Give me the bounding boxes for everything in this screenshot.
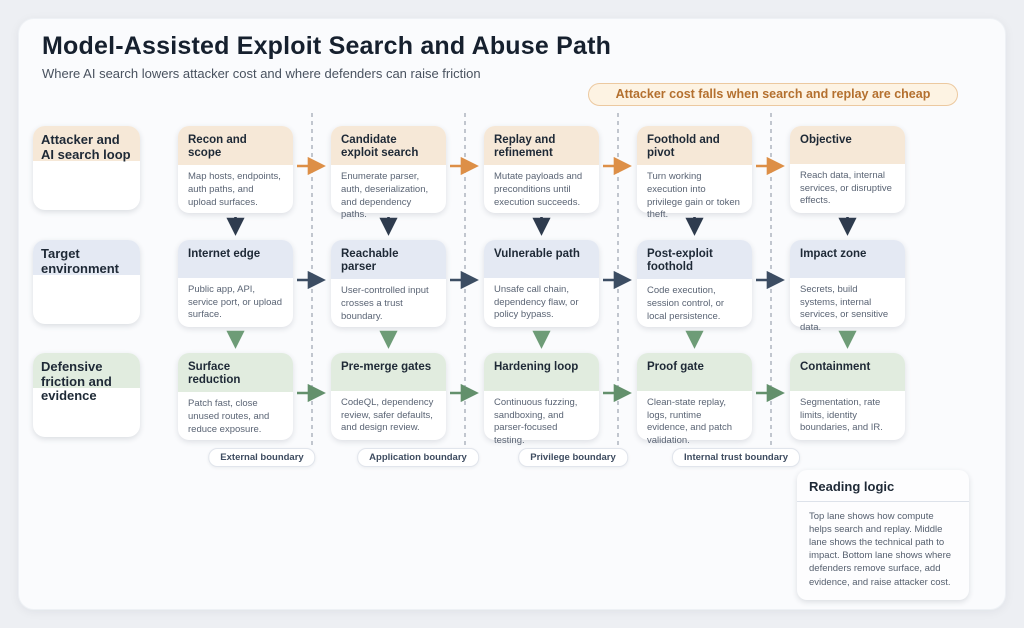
node-objective: Objective Reach data, internal services,… — [790, 126, 905, 213]
reading-logic-title: Reading logic — [797, 470, 969, 502]
node-title: Proof gate — [637, 353, 752, 391]
boundary-badge-external: External boundary — [208, 448, 316, 467]
node-title: Recon and scope — [178, 126, 293, 166]
lane-label-defensive-friction: Defensive friction and evidence — [33, 353, 140, 437]
node-candidate-exploit-search: Candidate exploit search Enumerate parse… — [331, 126, 446, 220]
node-body: Patch fast, close unused routes, and red… — [188, 398, 270, 435]
node-body: User-controlled input crosses a trust bo… — [341, 285, 429, 322]
lane-label-text: Attacker and AI search loop — [41, 132, 131, 162]
node-body: Enumerate parser, auth, deserialization,… — [341, 171, 429, 221]
boundary-badge-application: Application boundary — [357, 448, 479, 467]
node-body: Turn working execution into privilege ga… — [647, 171, 740, 221]
node-reachable-parser: Reachable parser User-controlled input c… — [331, 240, 446, 327]
node-post-exploit-foothold: Post-exploit foothold Code execution, se… — [637, 240, 752, 327]
node-body: CodeQL, dependency review, safer default… — [341, 397, 434, 434]
node-body: Clean-state replay, logs, runtime eviden… — [647, 397, 733, 446]
node-title: Vulnerable path — [484, 240, 599, 278]
node-title: Candidate exploit search — [331, 126, 446, 166]
node-title: Objective — [790, 126, 905, 164]
node-body: Mutate payloads and preconditions until … — [494, 171, 583, 208]
node-title: Foothold and pivot — [637, 126, 752, 166]
lane-label-text: Target environment — [41, 246, 120, 276]
node-title: Reachable parser — [331, 240, 446, 280]
lane-color-band — [33, 240, 140, 275]
lane-label-target-environment: Target environment — [33, 240, 140, 324]
node-title: Surface reduction — [178, 353, 293, 393]
node-title: Impact zone — [790, 240, 905, 278]
node-containment: Containment Segmentation, rate limits, i… — [790, 353, 905, 440]
attacker-cost-banner: Attacker cost falls when search and repl… — [588, 83, 958, 106]
node-pre-merge-gates: Pre-merge gates CodeQL, dependency revie… — [331, 353, 446, 440]
page-subtitle: Where AI search lowers attacker cost and… — [42, 66, 481, 81]
node-hardening-loop: Hardening loop Continuous fuzzing, sandb… — [484, 353, 599, 446]
node-body: Map hosts, endpoints, auth paths, and up… — [188, 171, 281, 208]
node-body: Secrets, build systems, internal service… — [800, 284, 889, 333]
lane-color-band — [33, 353, 140, 388]
reading-logic-card: Reading logic Top lane shows how compute… — [797, 470, 969, 600]
node-body: Continuous fuzzing, sandboxing, and pars… — [494, 397, 578, 446]
node-body: Reach data, internal services, or disrup… — [800, 170, 892, 207]
lane-color-band — [33, 126, 140, 161]
node-title: Pre-merge gates — [331, 353, 446, 391]
node-body: Code execution, session control, or loca… — [647, 285, 725, 322]
node-title: Replay and refinement — [484, 126, 599, 166]
node-body: Public app, API, service port, or upload… — [188, 284, 282, 321]
boundary-badge-internal-trust: Internal trust boundary — [672, 448, 800, 467]
boundary-badge-privilege: Privilege boundary — [518, 448, 628, 467]
node-title: Post-exploit foothold — [637, 240, 752, 280]
reading-logic-body: Top lane shows how compute helps search … — [809, 511, 952, 588]
node-body: Segmentation, rate limits, identity boun… — [800, 397, 883, 434]
node-title: Internet edge — [178, 240, 293, 278]
node-impact-zone: Impact zone Secrets, build systems, inte… — [790, 240, 905, 333]
node-proof-gate: Proof gate Clean-state replay, logs, run… — [637, 353, 752, 446]
page-title: Model-Assisted Exploit Search and Abuse … — [42, 32, 612, 60]
node-title: Hardening loop — [484, 353, 599, 391]
node-title: Containment — [790, 353, 905, 391]
node-recon-and-scope: Recon and scope Map hosts, endpoints, au… — [178, 126, 293, 213]
node-body: Unsafe call chain, dependency flaw, or p… — [494, 284, 579, 321]
node-vulnerable-path: Vulnerable path Unsafe call chain, depen… — [484, 240, 599, 327]
node-foothold-and-pivot: Foothold and pivot Turn working executio… — [637, 126, 752, 220]
node-surface-reduction: Surface reduction Patch fast, close unus… — [178, 353, 293, 440]
lane-label-text: Defensive friction and evidence — [41, 359, 112, 404]
node-replay-and-refinement: Replay and refinement Mutate payloads an… — [484, 126, 599, 213]
lane-label-attacker-ai-loop: Attacker and AI search loop — [33, 126, 140, 210]
node-internet-edge: Internet edge Public app, API, service p… — [178, 240, 293, 327]
